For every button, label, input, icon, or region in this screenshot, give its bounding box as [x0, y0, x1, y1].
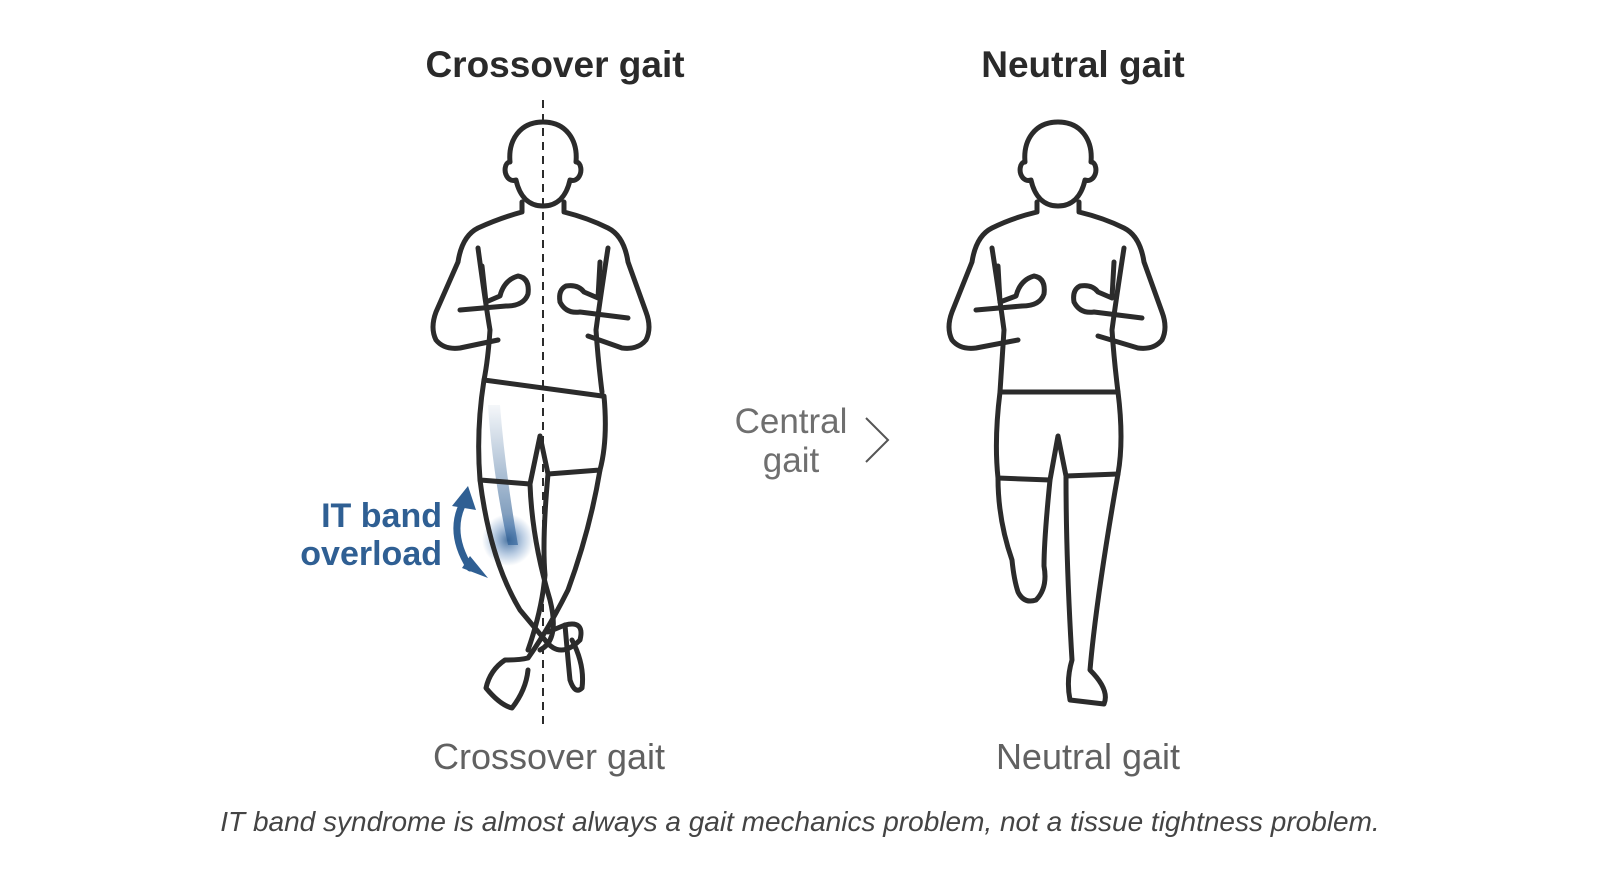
it-band-label-line1: IT band: [321, 497, 442, 535]
neutral-sub-label: Neutral gait: [995, 736, 1181, 777]
central-gait-line2: gait: [762, 441, 820, 480]
it-band-label-line2: overload: [300, 535, 442, 573]
central-gait-label: Central gait: [716, 402, 866, 480]
neutral-title: Neutral gait: [981, 44, 1185, 85]
curved-double-arrow-icon: [452, 486, 488, 578]
central-gait-line1: Central: [734, 402, 848, 441]
runner-neutral-figure: [946, 119, 1168, 707]
chevron-right-icon: [865, 417, 890, 463]
it-band-highlight: [488, 405, 518, 545]
runner-crossover-figure: [430, 119, 652, 711]
caption: IT band syndrome is almost always a gait…: [220, 806, 1380, 837]
it-band-overload-label: IT band overload: [266, 497, 442, 573]
crossover-sub-label: Crossover gait: [432, 736, 666, 777]
crossover-title: Crossover gait: [425, 44, 685, 85]
